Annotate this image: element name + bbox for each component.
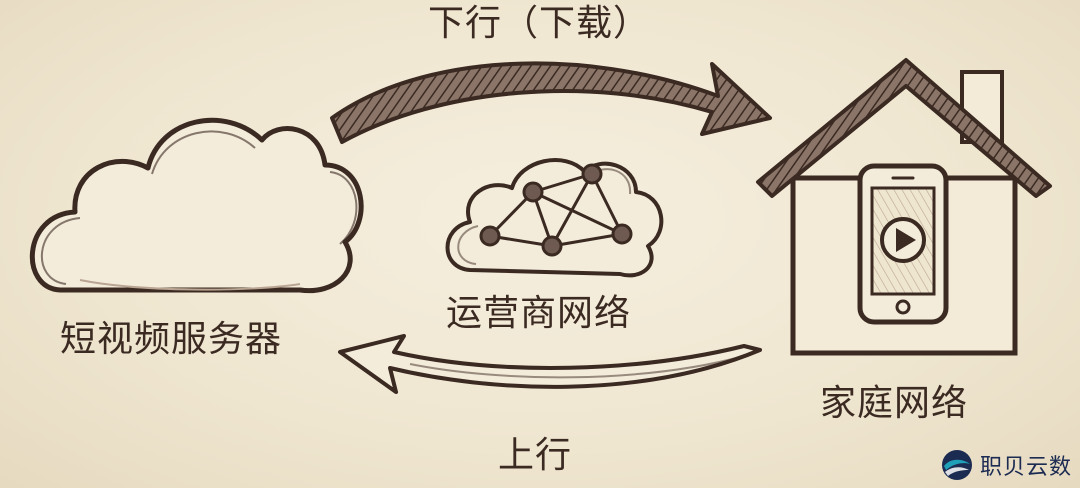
network-cloud-icon bbox=[445, 158, 664, 278]
server-label: 短视频服务器 bbox=[60, 319, 283, 360]
cloud-icon bbox=[29, 117, 364, 294]
home-network-label: 家庭网络 bbox=[820, 383, 969, 424]
download-label: 下行（下载） bbox=[428, 3, 651, 44]
upload-arrow-icon bbox=[338, 334, 762, 394]
upload-label: 上行 bbox=[498, 435, 573, 476]
download-arrow-icon bbox=[330, 61, 772, 144]
brand-name: 职贝云数 bbox=[979, 455, 1072, 480]
brand-watermark: 职贝云数 bbox=[940, 448, 1072, 482]
carrier-network-label: 运营商网络 bbox=[446, 293, 632, 334]
play-icon bbox=[880, 217, 926, 263]
brand-logo-icon bbox=[941, 450, 972, 480]
